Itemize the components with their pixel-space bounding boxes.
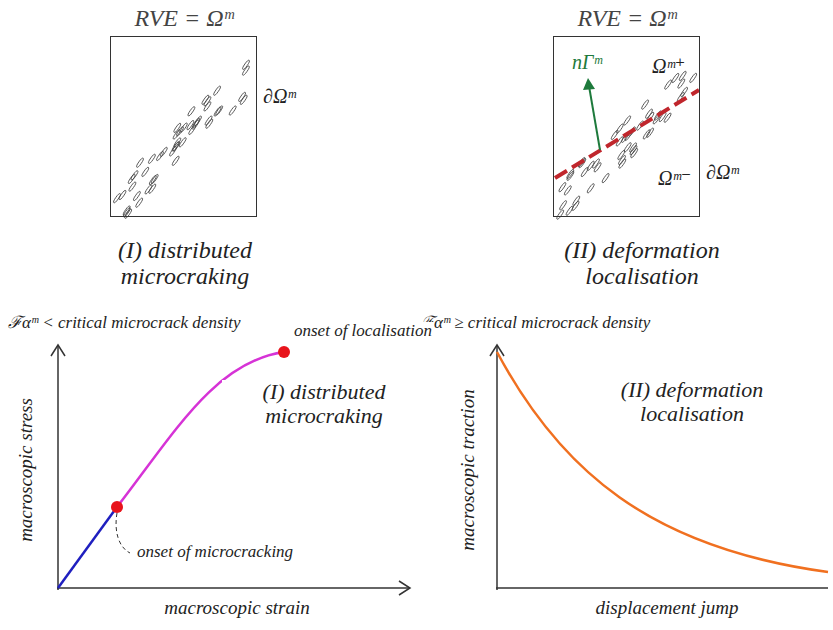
normal-vector	[589, 86, 600, 150]
microcrack	[173, 137, 182, 148]
condition-note: ℱαᵐ < critical microcrack density	[6, 314, 243, 333]
microcrack	[601, 173, 610, 184]
onset-dot	[111, 501, 123, 513]
microcrack	[171, 155, 180, 166]
microcrack	[242, 65, 251, 76]
arrow-head	[583, 78, 595, 90]
microcrack	[238, 92, 247, 103]
microcrack	[689, 73, 698, 84]
hardening-branch	[117, 352, 284, 507]
condition-note: ℱαᵐ ≥ critical microcrack density	[418, 314, 652, 333]
microcrack	[213, 106, 222, 117]
microcrack	[213, 85, 222, 96]
microcrack	[141, 167, 150, 178]
arrow-head	[399, 581, 410, 595]
boundary-label: ∂Ωᵐ	[706, 161, 739, 183]
microcrack	[572, 195, 581, 206]
microcrack	[677, 78, 686, 89]
rve-box: RVE = ΩᵐnΓᵐΩᵐ⁺Ωᵐ⁻∂Ωᵐ	[553, 36, 700, 217]
microcrack	[173, 123, 182, 134]
microcrack	[203, 101, 212, 112]
localisation-band	[555, 90, 699, 178]
microcrack	[592, 158, 601, 169]
elastic-branch	[58, 507, 117, 588]
microcrack	[203, 96, 212, 107]
axis-label: macroscopic strain	[105, 598, 369, 619]
microcrack	[187, 106, 196, 117]
microcrack	[128, 181, 137, 192]
domain-label: Ωᵐ⁻	[658, 167, 691, 189]
microcrack	[156, 151, 165, 162]
microcrack	[136, 157, 145, 168]
rve-title: RVE = Ωᵐ	[84, 5, 284, 31]
y-axis	[496, 345, 498, 590]
caption: (I) distributed microcraking	[78, 237, 292, 290]
microcrack	[113, 193, 122, 204]
microcrack	[176, 126, 185, 137]
microcrack	[130, 170, 139, 181]
microcrack	[615, 123, 624, 134]
x-axis	[57, 587, 410, 589]
regime-label: (II) deformation localisation	[575, 378, 809, 426]
microcrack	[563, 185, 572, 196]
y-axis	[57, 345, 59, 590]
microcrack	[127, 174, 136, 185]
softening-curve	[497, 352, 828, 572]
normal-label: nΓᵐ	[572, 51, 602, 73]
microcrack	[645, 108, 654, 119]
microcrack	[148, 153, 157, 164]
microcrack	[204, 115, 213, 126]
axis-label: displacement jump	[535, 598, 799, 619]
microcrack	[623, 142, 632, 153]
microcrack	[144, 184, 153, 195]
rve-box: RVE = Ωᵐ∂Ωᵐ	[110, 36, 257, 217]
leader-line	[116, 513, 130, 553]
axis-label: macroscopic stress	[16, 396, 37, 544]
microcrack	[629, 142, 638, 153]
microcrack	[205, 118, 214, 129]
microcracks	[113, 59, 698, 219]
boundary-label: ∂Ωᵐ	[263, 85, 296, 107]
microcrack	[610, 130, 619, 141]
regime-label: (I) distributed microcraking	[222, 380, 426, 428]
microcrack	[194, 115, 203, 126]
domain-label: Ωᵐ⁺	[652, 55, 685, 77]
microcrack	[623, 115, 632, 126]
annotation: onset of microcracking	[135, 543, 295, 562]
microcrack	[664, 79, 673, 90]
microcrack	[559, 200, 568, 211]
x-axis	[496, 587, 828, 589]
microcrack	[641, 99, 650, 110]
rve-title: RVE = Ωᵐ	[527, 5, 727, 31]
microcrack	[148, 183, 157, 194]
microcrack	[630, 148, 639, 159]
microcrack	[188, 125, 197, 136]
microcrack	[586, 183, 595, 194]
microcrack	[663, 112, 672, 123]
microcrack	[556, 209, 565, 220]
onset-dot	[278, 346, 290, 358]
microcrack	[680, 87, 689, 98]
microcrack	[580, 167, 589, 178]
axis-label: macroscopic traction	[458, 387, 479, 552]
annotation: onset of localisation	[292, 322, 434, 341]
microcrack	[642, 129, 651, 140]
microcrack	[201, 94, 210, 105]
microcrack	[191, 119, 200, 130]
microcrack	[629, 145, 638, 156]
arrow-head	[51, 345, 65, 356]
microcrack	[148, 175, 157, 186]
microcrack	[118, 190, 127, 201]
caption: (II) deformation localisation	[525, 237, 759, 290]
microcrack	[124, 208, 133, 219]
microcrack	[133, 191, 142, 202]
microcrack	[571, 200, 580, 211]
microcrack	[618, 158, 627, 169]
microcrack	[228, 105, 237, 116]
